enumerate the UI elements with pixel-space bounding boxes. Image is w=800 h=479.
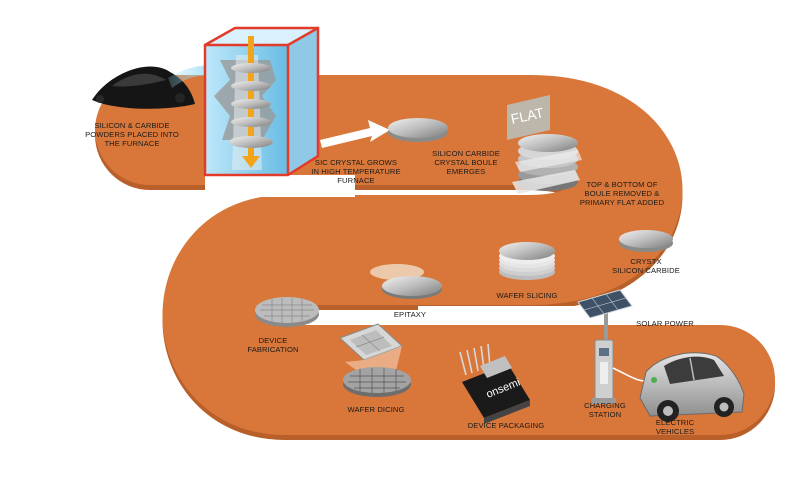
label-wafer-slicing: WAFER SLICING	[496, 291, 558, 300]
label-flat-added: TOP & BOTTOM OF BOULE REMOVED & PRIMARY …	[579, 180, 665, 207]
crystx-wafer-icon	[619, 230, 673, 252]
sliced-wafers-icon	[499, 242, 555, 280]
epitaxy-wafer-icon	[370, 264, 442, 299]
label-electric-vehicles: ELECTRIC VEHICLES	[655, 418, 695, 436]
label-crystal-grows: SIC CRYSTAL GROWS IN HIGH TEMPERATURE FU…	[311, 158, 401, 185]
label-charging-station: CHARGING STATION	[584, 401, 626, 419]
label-powders: SILICON & CARBIDE POWDERS PLACED INTO TH…	[85, 121, 179, 148]
packaged-chip-icon: onsemi	[459, 343, 530, 424]
powder-pile-icon	[92, 66, 195, 109]
label-device-fabrication: DEVICE FABRICATION	[247, 336, 299, 354]
flat-tag-text: FLAT	[509, 104, 545, 127]
diced-wafer-icon	[343, 367, 411, 397]
label-wafer-dicing: WAFER DICING	[347, 405, 405, 414]
path-gap-top	[205, 175, 355, 197]
path-gap-bottom	[418, 306, 733, 325]
label-epitaxy: EPITAXY	[393, 310, 427, 319]
label-boule-emerges: SILICON CARBIDE CRYSTAL BOULE EMERGES	[432, 149, 500, 176]
electric-car-icon	[639, 352, 745, 422]
boule-stack-icon: FLAT	[507, 95, 582, 194]
fabricated-wafer-icon	[255, 297, 319, 327]
boule-disc-icon	[388, 118, 448, 142]
furnace-icon	[203, 26, 320, 177]
label-solar-power: SOLAR POWER	[636, 319, 694, 328]
label-crystx: CRYSTX SILICON CARBIDE	[612, 257, 680, 275]
arrow-to-boule-icon	[320, 120, 390, 148]
solar-panel-icon	[577, 289, 633, 350]
label-device-packaging: DEVICE PACKAGING	[467, 421, 545, 430]
